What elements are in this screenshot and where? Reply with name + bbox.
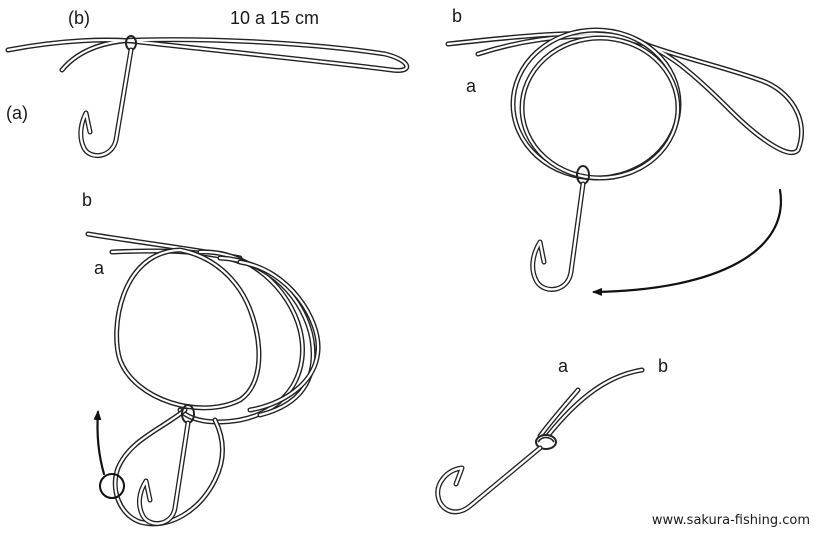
step-4-end-a-label: a xyxy=(558,356,569,376)
step-4-knot xyxy=(535,434,557,450)
step-4-line xyxy=(537,367,645,441)
step-2-hook xyxy=(530,165,590,292)
step-2-line xyxy=(445,31,805,156)
step-3-line xyxy=(85,231,243,265)
step-2-panel: b a xyxy=(445,6,805,296)
step-1-loop-length-label: 10 a 15 cm xyxy=(230,8,319,28)
step-3-end-b-label: b xyxy=(82,190,92,210)
step-2-direction-arrow xyxy=(592,188,783,296)
step-2-end-a-label: a xyxy=(466,76,477,96)
step-1-hook xyxy=(78,35,137,158)
step-3-tag-loop xyxy=(112,407,225,527)
website-credit: www.sakura-fishing.com xyxy=(652,513,810,528)
step-3-panel: b a xyxy=(82,190,321,527)
step-1-line xyxy=(5,37,409,73)
step-3-direction-arrow xyxy=(93,410,106,476)
step-3-end-a-label: a xyxy=(94,258,105,278)
step-1-end-a-label: (a) xyxy=(6,103,28,123)
step-4-panel: a b xyxy=(435,356,668,515)
step-4-end-b-label: b xyxy=(658,356,668,376)
step-4-hook xyxy=(435,445,543,515)
step-1-panel: (b) 10 a 15 cm (a) xyxy=(5,8,409,158)
step-3-wrap-coils xyxy=(114,247,321,425)
step-1-end-b-label: (b) xyxy=(68,8,90,28)
step-2-end-b-label: b xyxy=(452,6,462,26)
step-3-highlight-circle xyxy=(99,473,125,499)
step-2-wrap-coils xyxy=(510,27,682,181)
step-3-hook xyxy=(136,404,195,526)
